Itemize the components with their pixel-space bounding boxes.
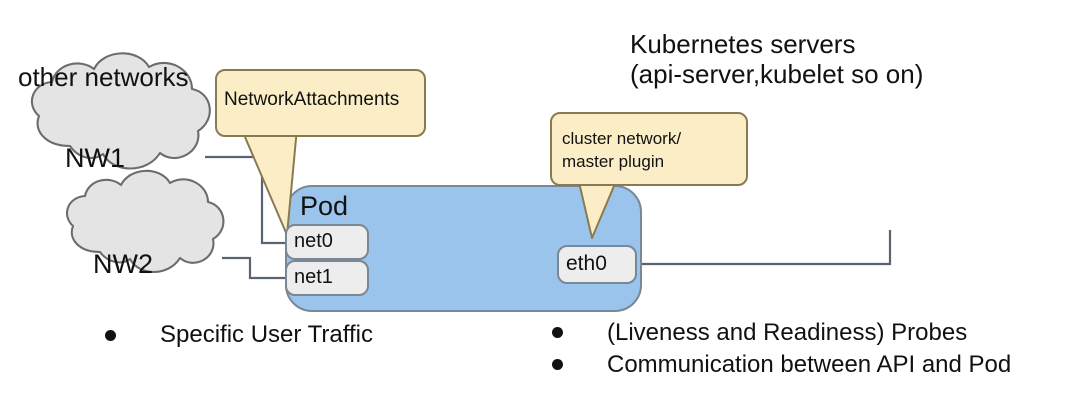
kubernetes-servers-title-line2: (api-server,kubelet so on)	[630, 59, 924, 89]
bullet-marker	[552, 359, 563, 370]
callout-cluster-network-box	[550, 112, 748, 186]
cloud-nw2	[65, 169, 225, 273]
cloud-nw1-label: NW1	[65, 143, 125, 173]
iface-net1-label: net1	[294, 266, 333, 288]
bullet-marker	[105, 330, 116, 341]
pod-label: Pod	[300, 191, 349, 221]
callout-network-attachments	[215, 69, 426, 236]
bullet-right-item-1: (Liveness and Readiness) Probes	[607, 319, 968, 346]
cloud-nw1-shape	[30, 52, 211, 170]
cloud-nw1	[30, 52, 211, 170]
callout-cluster-network-label-line1: cluster network/	[562, 129, 682, 148]
callout-cluster-network-label-line2: master plugin	[562, 152, 665, 171]
connectors	[205, 155, 892, 280]
pod-interface-chips	[285, 224, 637, 296]
connector-nw2-net1	[222, 256, 288, 280]
cloud-nw2-label: NW2	[93, 249, 153, 279]
callout-network-attachments-tail	[241, 127, 298, 236]
kubernetes-servers-title-line1: Kubernetes servers	[630, 29, 856, 59]
iface-eth0-label: eth0	[566, 252, 607, 275]
connector-nw1-net0	[205, 155, 288, 245]
callout-network-attachments-label: NetworkAttachments	[224, 89, 400, 110]
bullet-marker	[552, 327, 563, 338]
cloud-nw2-shape	[65, 169, 225, 273]
bullet-right-item-2: Communication between API and Pod	[607, 351, 1012, 378]
other-networks-label: other networks	[18, 62, 189, 92]
connector-eth0-servers	[636, 230, 892, 266]
callout-cluster-network	[550, 112, 748, 239]
bullet-left-item-1: Specific User Traffic	[160, 321, 373, 348]
iface-eth0-box	[557, 245, 637, 284]
iface-net0-box	[285, 224, 369, 260]
iface-net1-box	[285, 260, 369, 296]
callout-network-attachments-box	[215, 69, 426, 137]
iface-net0-label: net0	[294, 230, 333, 252]
